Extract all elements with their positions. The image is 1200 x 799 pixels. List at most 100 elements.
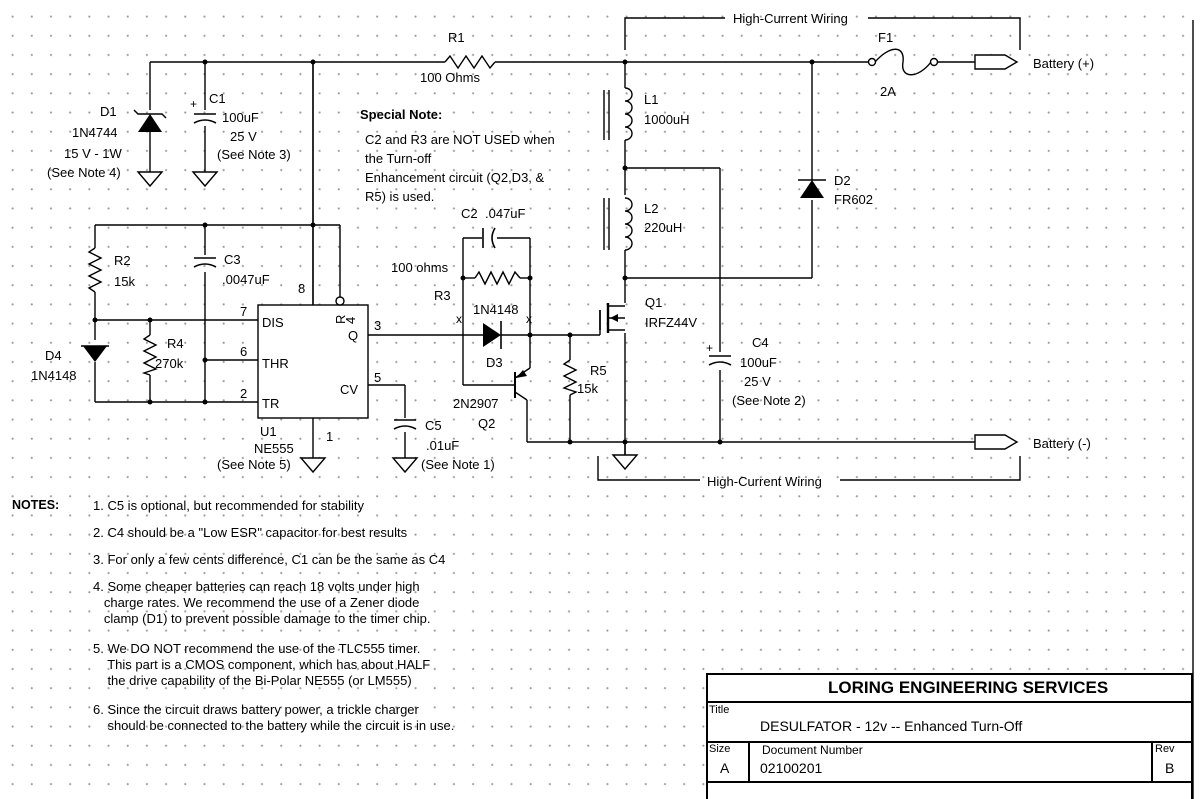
c3-value: .0047uF [222, 272, 270, 287]
d3-diode: 1N4148 D3 [463, 302, 530, 370]
rev-label: Rev [1155, 743, 1175, 755]
docnum-label: Document Number [762, 743, 863, 757]
c4-ref: C4 [752, 335, 769, 350]
l2-ref: L2 [644, 201, 658, 216]
c5-capacitor: C5 .01uF (See Note 1) [392, 418, 495, 473]
c1-value: 100uF [222, 110, 259, 125]
d1-rating: 15 V - 1W [64, 146, 123, 161]
d4-ref: D4 [45, 348, 62, 363]
c1-rating: 25 V [230, 129, 257, 144]
r2-resistor: R2 15k [87, 247, 135, 293]
rev-cell: Rev B [1151, 741, 1191, 781]
u1-pin-8: 8 [298, 281, 305, 296]
note-4: 4. Some cheaper batteries can reach 18 v… [93, 579, 431, 626]
u1-pin-4: 4 [343, 317, 358, 324]
d1-ref: D1 [100, 104, 117, 119]
c4-value: 100uF [740, 355, 777, 370]
special-note-title: Special Note: [360, 107, 442, 122]
c5-note: (See Note 1) [421, 457, 495, 472]
c5-value: .01uF [426, 438, 459, 453]
svg-text:+: + [706, 341, 713, 355]
q1-part: IRFZ44V [645, 315, 697, 330]
note-2: 2. C4 should be a "Low ESR" capacitor fo… [93, 525, 408, 540]
company-name: LORING ENGINEERING SERVICES [828, 678, 1109, 697]
d4-part: 1N4148 [31, 368, 77, 383]
high-current-bottom-label: High-Current Wiring [707, 474, 822, 489]
u1-pin-cv: CV [340, 382, 358, 397]
u1-ref: U1 [260, 424, 277, 439]
c2-capacitor: C2 .047uF [461, 206, 526, 249]
d1-zener-diode: D1 1N4744 15 V - 1W (See Note 4) [47, 104, 167, 187]
d2-part: FR602 [834, 192, 873, 207]
svg-text:x: x [526, 312, 532, 326]
r4-resistor: R4 270k [141, 334, 184, 376]
drawing-title: DESULFATOR - 12v -- Enhanced Turn-Off [760, 718, 1023, 734]
u1-pin-5: 5 [374, 370, 381, 385]
special-note-line-2: the Turn-off [365, 151, 432, 166]
u1-pin-dis: DIS [262, 315, 284, 330]
junctions [92, 59, 815, 445]
r1-ref: R1 [448, 30, 465, 45]
d3-part: 1N4148 [473, 302, 519, 317]
title-block-doc-row: Size A Document Number 02100201 Rev B [708, 741, 1191, 783]
l2-inductor: L2 220uH [603, 197, 682, 251]
r4-value: 270k [155, 356, 184, 371]
d3-ref: D3 [486, 355, 503, 370]
r1-value: 100 Ohms [420, 70, 480, 85]
note-1: 1. C5 is optional, but recommended for s… [93, 498, 364, 513]
u1-pin-2: 2 [240, 386, 247, 401]
f1-ref: F1 [878, 30, 893, 45]
u1-part: NE555 [254, 441, 294, 456]
c4-rating: 25 V [744, 374, 771, 389]
u1-pin-r: R [333, 315, 348, 324]
u1-pin-6: 6 [240, 344, 247, 359]
special-note: Special Note: C2 and R3 are NOT USED whe… [360, 107, 555, 204]
svg-text:x: x [456, 312, 462, 326]
notes-heading: NOTES: [12, 498, 60, 512]
r2-value: 15k [114, 274, 135, 289]
f1-fuse: F1 2A [867, 30, 939, 99]
title-block: LORING ENGINEERING SERVICES Title DESULF… [706, 673, 1193, 799]
c1-ref: C1 [209, 91, 226, 106]
u1-timer-ic: DIS THR TR Q CV R 7 6 2 3 5 8 4 1 U1 NE5… [217, 62, 381, 473]
docnum-value: 02100201 [760, 760, 823, 776]
note-5: 5. We DO NOT recommend the use of the TL… [93, 641, 431, 688]
q2-part: 2N2907 [453, 396, 499, 411]
q2-ref: Q2 [478, 416, 495, 431]
f1-value: 2A [880, 84, 896, 99]
q2-transistor: 2N2907 Q2 [453, 367, 531, 431]
size-cell: Size A [708, 741, 750, 781]
q1-ref: Q1 [645, 295, 662, 310]
d2-ref: D2 [834, 173, 851, 188]
note-3: 3. For only a few cents difference, C1 c… [93, 552, 446, 567]
r3-value: 100 ohms [391, 260, 449, 275]
u1-pin-1: 1 [326, 429, 333, 444]
battery-positive-label: Battery (+) [1033, 56, 1094, 71]
d1-note: (See Note 4) [47, 165, 121, 180]
l1-inductor: L1 1000uH [603, 87, 690, 141]
rev-value: B [1165, 760, 1175, 776]
high-current-bottom-bracket: High-Current Wiring [597, 456, 1021, 489]
special-note-line-1: C2 and R3 are NOT USED when [365, 132, 555, 147]
svg-text:+: + [190, 97, 197, 111]
special-note-line-3: Enhancement circuit (Q2,D3, & [365, 170, 545, 185]
special-note-line-4: R5) is used. [365, 189, 434, 204]
r5-value: 15k [577, 381, 598, 396]
c1-capacitor: + C1 100uF 25 V (See Note 3) [190, 91, 291, 187]
title-block-title-row: Title DESULFATOR - 12v -- Enhanced Turn-… [708, 701, 1191, 743]
r3-ref: R3 [434, 288, 451, 303]
d4-diode: D4 1N4148 [31, 345, 109, 383]
c3-ref: C3 [224, 252, 241, 267]
high-current-top-label: High-Current Wiring [733, 11, 848, 26]
u1-pin-thr: THR [262, 356, 289, 371]
note-6: 6. Since the circuit draws battery power… [93, 702, 455, 733]
u1-pin-tr: TR [262, 396, 279, 411]
r5-ref: R5 [590, 363, 607, 378]
size-value: A [720, 760, 730, 776]
c4-note: (See Note 2) [732, 393, 806, 408]
battery-positive-terminal: Battery (+) [974, 54, 1094, 71]
l1-value: 1000uH [644, 112, 690, 127]
u1-pin-3: 3 [374, 318, 381, 333]
